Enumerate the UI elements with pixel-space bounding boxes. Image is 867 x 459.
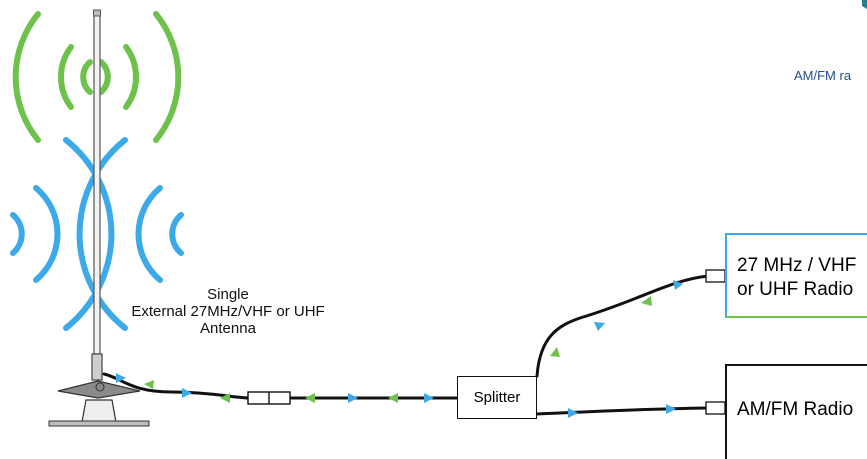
antenna-base-plate <box>48 420 150 427</box>
am-fm-radio-label: AM/FM Radio <box>737 399 854 420</box>
green-arrow <box>144 380 154 389</box>
cb-radio-connector <box>705 269 726 283</box>
green-wave-inner-right <box>98 59 111 95</box>
antenna-label-line-2: External 27MHz/VHF or UHF <box>131 303 325 320</box>
antenna-whip <box>93 11 101 355</box>
cb-radio-box: 27 MHz / VHF or UHF Radio <box>725 233 867 318</box>
cb-radio-label-line-2: or UHF Radio <box>737 279 854 300</box>
am-fm-corner-note: AM/FM ra <box>794 68 852 83</box>
cb-radio-label-line-1: 27 MHz / VHF <box>737 255 857 276</box>
green-wave-outer-left <box>12 11 41 143</box>
antenna-label: Single External 27MHz/VHF or UHF Antenna <box>118 286 338 337</box>
cb-radio-cable <box>535 274 710 378</box>
am-fm-cable <box>535 406 710 416</box>
blue-arrow <box>182 388 192 398</box>
blue-arrow <box>348 393 358 403</box>
blue-wave-inner-right <box>169 212 184 256</box>
green-wave-outer-right <box>153 11 182 143</box>
diagram-canvas <box>10 0 867 427</box>
antenna-connector <box>95 382 105 392</box>
blue-wave-inner-left <box>10 212 25 256</box>
splitter-label: Splitter <box>473 389 521 406</box>
partial-corner-icon <box>862 0 867 9</box>
antenna-spring <box>91 353 103 381</box>
green-arrow <box>305 393 315 403</box>
green-wave-mid-left <box>58 44 74 110</box>
blue-wave-outer-right <box>76 137 128 331</box>
splitter-box: Splitter <box>457 376 537 419</box>
green-arrow <box>220 393 230 403</box>
blue-wave-mid-left <box>33 185 61 283</box>
green-arrow <box>388 393 398 403</box>
green-arrow <box>550 347 560 357</box>
antenna-base-dome <box>81 399 117 423</box>
antenna-tip <box>93 9 101 17</box>
blue-arrow <box>594 322 605 331</box>
am-fm-connector <box>705 401 726 415</box>
green-arrow <box>641 296 652 306</box>
blue-arrow <box>116 373 126 383</box>
blue-arrow <box>568 408 578 418</box>
blue-wave-outer-left <box>63 137 115 331</box>
blue-wave-mid-right <box>135 185 163 283</box>
am-fm-radio-box: AM/FM Radio <box>725 364 867 459</box>
inline-coupler <box>247 391 291 405</box>
green-wave-mid-right <box>123 44 139 110</box>
antenna-label-line-3: Antenna <box>200 320 256 337</box>
antenna-label-line-1: Single <box>207 286 249 303</box>
antenna-icon <box>48 9 150 427</box>
blue-arrow <box>666 404 676 414</box>
blue-arrow <box>424 393 434 403</box>
green-signal-waves <box>12 11 182 143</box>
blue-signal-waves <box>10 137 184 331</box>
green-wave-inner-left <box>80 59 93 95</box>
blue-arrow <box>673 280 683 290</box>
